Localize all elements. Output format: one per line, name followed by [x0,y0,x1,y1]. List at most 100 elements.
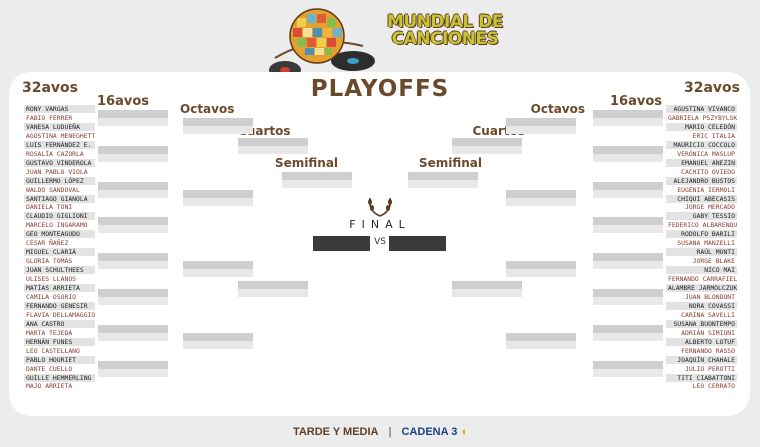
slot-octavos-right [506,333,576,341]
slot-r16-left [98,253,168,261]
participant-left: MARCELO INGARAMO [24,221,95,229]
round-label-32-left: 32avos [22,80,79,96]
slot-octavos-left [183,118,253,126]
participant-left: HERNÁN FUNES [24,338,95,346]
participant-left: JUAN PABLO VIOLA [24,168,95,176]
round-label-octavos-right: Octavos [530,102,585,116]
slot-octavos-left [183,198,253,206]
participant-right: JOAQUÍN CHAHALE [666,356,737,364]
slot-octavos-left [183,269,253,277]
slot-r16-left [98,325,168,333]
participant-right: VERÓNICA MASLUP [666,150,737,158]
participant-right: GABY TESSIO [666,212,737,220]
participant-left: SANTIAGO GIANOLA [24,195,95,203]
final-slot-left [313,236,370,251]
slot-r16-left [98,289,168,297]
slot-octavos-right [506,126,576,134]
final-slot-right [389,236,446,251]
participant-right: RAÚL MONTI [666,248,737,256]
participant-left: DANTE CUELLO [24,365,95,373]
participant-left: MARTA TEJEDA [24,329,95,337]
slot-r16-right [593,182,663,190]
slot-r16-left [98,361,168,369]
participant-right: CHIQUI ABECASIS [666,195,737,203]
participant-right: SUSANA BUONTEMPO [666,320,737,328]
slot-cuartos-left [238,281,308,289]
slot-r16-right [593,297,663,305]
participant-left: ANA CASTRO [24,320,95,328]
final-label: FINAL [349,218,411,231]
participant-left: GEO MONTEAGUDO [24,230,95,238]
slot-semifinal-left [282,172,352,180]
participant-right: ADRIÁN SIMIONI [666,329,737,337]
round-label-octavos-left: Octavos [180,102,235,116]
footer-brand-cadena3: CADENA 3 [401,426,458,438]
slot-r16-right [593,289,663,297]
slot-octavos-left [183,341,253,349]
participant-left: GLORIA TOMÁS [24,257,95,265]
slot-r16-right [593,261,663,269]
slot-r16-left [98,369,168,377]
logo-wordmark: MUNDIAL DE CANCIONES [375,14,515,48]
participant-left: VANESA LUDUEÑA [24,123,95,131]
participant-left: LEO CASTELLANO [24,347,95,355]
slot-r16-left [98,154,168,162]
slot-r16-right [593,253,663,261]
slot-octavos-right [506,190,576,198]
participant-right: CARINA SAVELLI [666,311,737,319]
slot-cuartos-left [238,138,308,146]
slot-cuartos-left [238,146,308,154]
participant-right: JORGE BLAKE [666,257,737,265]
slot-r16-right [593,110,663,118]
participant-right: MAURICIO COCCOLO [666,141,737,149]
slot-octavos-right [506,341,576,349]
participant-left: LUIS FERNÁNDEZ E. [24,141,95,149]
vs-label: VS [374,237,386,247]
disco-ball-logo [269,8,375,79]
participant-right: SUSANA MANZELLI [666,239,737,247]
participant-left: GUILLE HEMMERLING [24,374,95,382]
participant-left: ULISES LLANOS [24,275,95,283]
participant-right: CACHITO OVIEDO [666,168,737,176]
participant-left: GUILLERMO LÓPEZ [24,177,95,185]
participant-right: EMANUEL ANEZIN [666,159,737,167]
participant-right: MARIO CELEDÓN [666,123,737,131]
participant-right: TITI CIABATTONI [666,374,737,382]
slot-r16-right [593,190,663,198]
participant-right: FEDERICO ALBARENQUE [666,221,737,229]
participant-left: AGOSTINA MENEGHETTI [24,132,95,140]
participant-left: FERNANDO GENESIR [24,302,95,310]
participant-right: FERNANDO RASSO [666,347,737,355]
participant-right: FERNANDO CARRAFIELLO [666,275,737,283]
participant-right: ALEJANDRO BUSTOS [666,177,737,185]
laurel-icon [368,197,392,217]
participant-left: ROSALÍA CAZORLA [24,150,95,158]
participant-right: RODOLFO BARILI [666,230,737,238]
participant-left: MATÍAS ARRIETA [24,284,95,292]
bracket-panel [9,72,750,416]
round-label-16-left: 16avos [97,94,150,109]
participant-left: RONY VARGAS [24,105,95,113]
slot-octavos-right [506,261,576,269]
participant-left: FABIO FERRER [24,114,95,122]
participant-left: GUSTAVO VINDEROLA [24,159,95,167]
round-label-semifinal-left: Semifinal [275,156,339,170]
page-title: PLAYOFFS [310,76,450,102]
slot-octavos-right [506,269,576,277]
participant-left: WALDO SANDOVAL [24,186,95,194]
slot-r16-right [593,217,663,225]
slot-octavos-left [183,261,253,269]
slot-r16-left [98,182,168,190]
participant-left: CAMILA OSORIO [24,293,95,301]
round-label-semifinal-right: Semifinal [418,156,482,170]
slot-cuartos-right [452,138,522,146]
slot-r16-right [593,369,663,377]
slot-r16-right [593,361,663,369]
slot-semifinal-right [408,180,478,188]
slot-r16-right [593,333,663,341]
footer: TARDE Y MEDIA | CADENA 3 ◖ [0,426,760,438]
slot-r16-left [98,146,168,154]
participant-left: MIGUEL CLARIÁ [24,248,95,256]
participant-right: LEO CERRATO [666,382,737,390]
slot-cuartos-right [452,289,522,297]
